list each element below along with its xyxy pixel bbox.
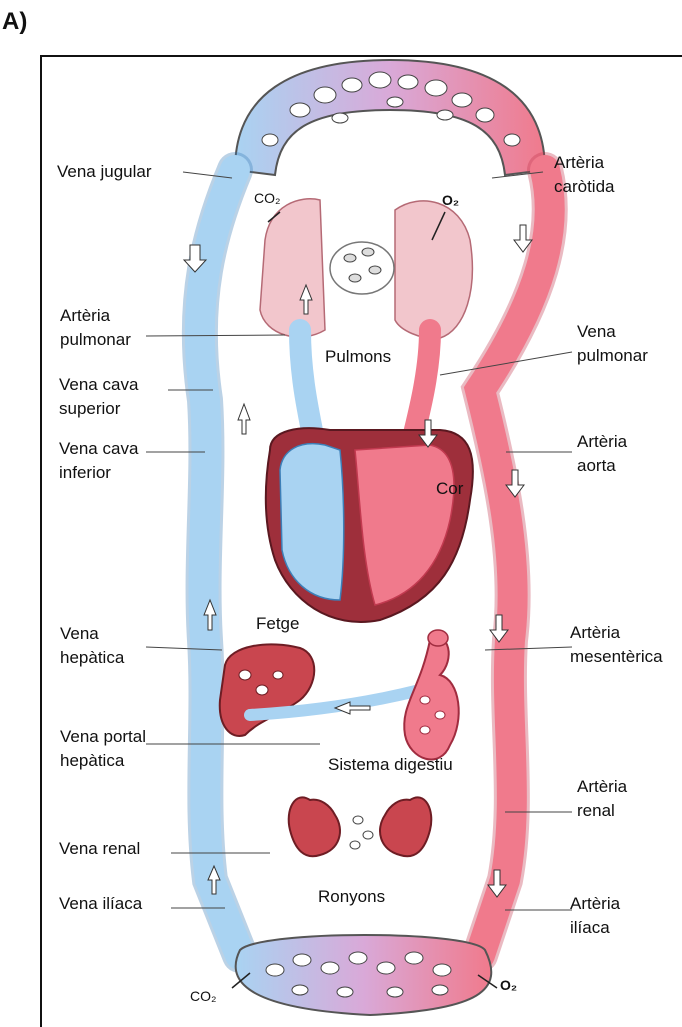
label-arteria-mesenterica: Artèria mesentèrica — [570, 621, 663, 669]
label-fetge: Fetge — [256, 612, 299, 636]
digestive-system — [404, 630, 459, 759]
label-vena-jugular: Vena jugular — [57, 160, 152, 184]
label-vena-cava-inferior: Vena cava inferior — [59, 437, 138, 485]
kidneys — [289, 797, 432, 856]
label-arteria-carotida: Artèria caròtida — [554, 151, 614, 199]
label-ronyons: Ronyons — [318, 885, 385, 909]
lungs — [260, 199, 472, 338]
bottom-capillary-bed — [236, 935, 492, 1015]
heart — [266, 428, 473, 622]
label-vena-iliaca: Vena ilíaca — [59, 892, 142, 916]
label-arteria-pulmonar: Artèria pulmonar — [60, 304, 131, 352]
label-vena-portal-hepatica: Vena portal hepàtica — [60, 725, 146, 773]
liver — [220, 644, 314, 736]
label-vena-cava-superior: Vena cava superior — [59, 373, 138, 421]
gas-o2-top: O₂ — [442, 192, 459, 208]
arrow-up-left-mid — [238, 404, 250, 434]
venous-circuit — [200, 170, 240, 955]
gas-co2-bottom: CO₂ — [190, 988, 216, 1004]
label-vena-hepatica: Vena hepàtica — [60, 622, 124, 670]
label-arteria-aorta: Artèria aorta — [577, 430, 627, 478]
label-pulmons: Pulmons — [325, 345, 391, 369]
label-cor: Cor — [436, 477, 463, 501]
label-vena-pulmonar: Vena pulmonar — [577, 320, 648, 368]
label-sistema-digestiu: Sistema digestiu — [328, 753, 453, 777]
gas-o2-bottom: O₂ — [500, 977, 517, 993]
arterial-circuit — [480, 170, 550, 955]
label-arteria-renal: Artèria renal — [577, 775, 627, 823]
label-vena-renal: Vena renal — [59, 837, 140, 861]
top-capillary-bed — [235, 60, 545, 175]
label-arteria-iliaca: Artèria ilíaca — [570, 892, 620, 940]
gas-co2-top: CO₂ — [254, 190, 280, 206]
